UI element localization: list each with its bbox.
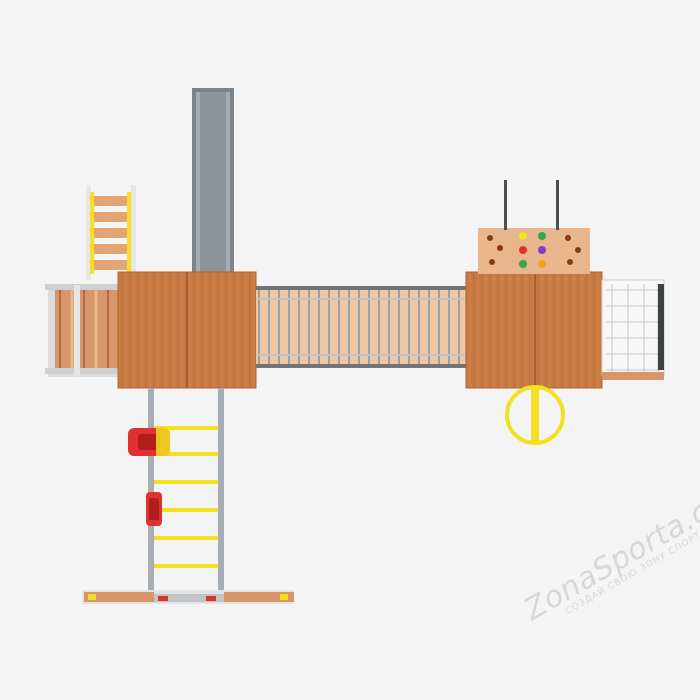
left-deck [45,284,125,377]
left-tower-roof [117,271,257,389]
slide [192,88,234,278]
cargo-net [601,279,665,380]
right-tower-roof [465,271,603,389]
red-seat-bottom [146,492,162,526]
top-ladder [86,185,136,280]
climbing-wall [478,180,590,274]
rope-bridge [256,286,468,368]
steering-ring [505,385,565,445]
red-seat-top [128,428,170,456]
bottom-bench [82,590,294,604]
